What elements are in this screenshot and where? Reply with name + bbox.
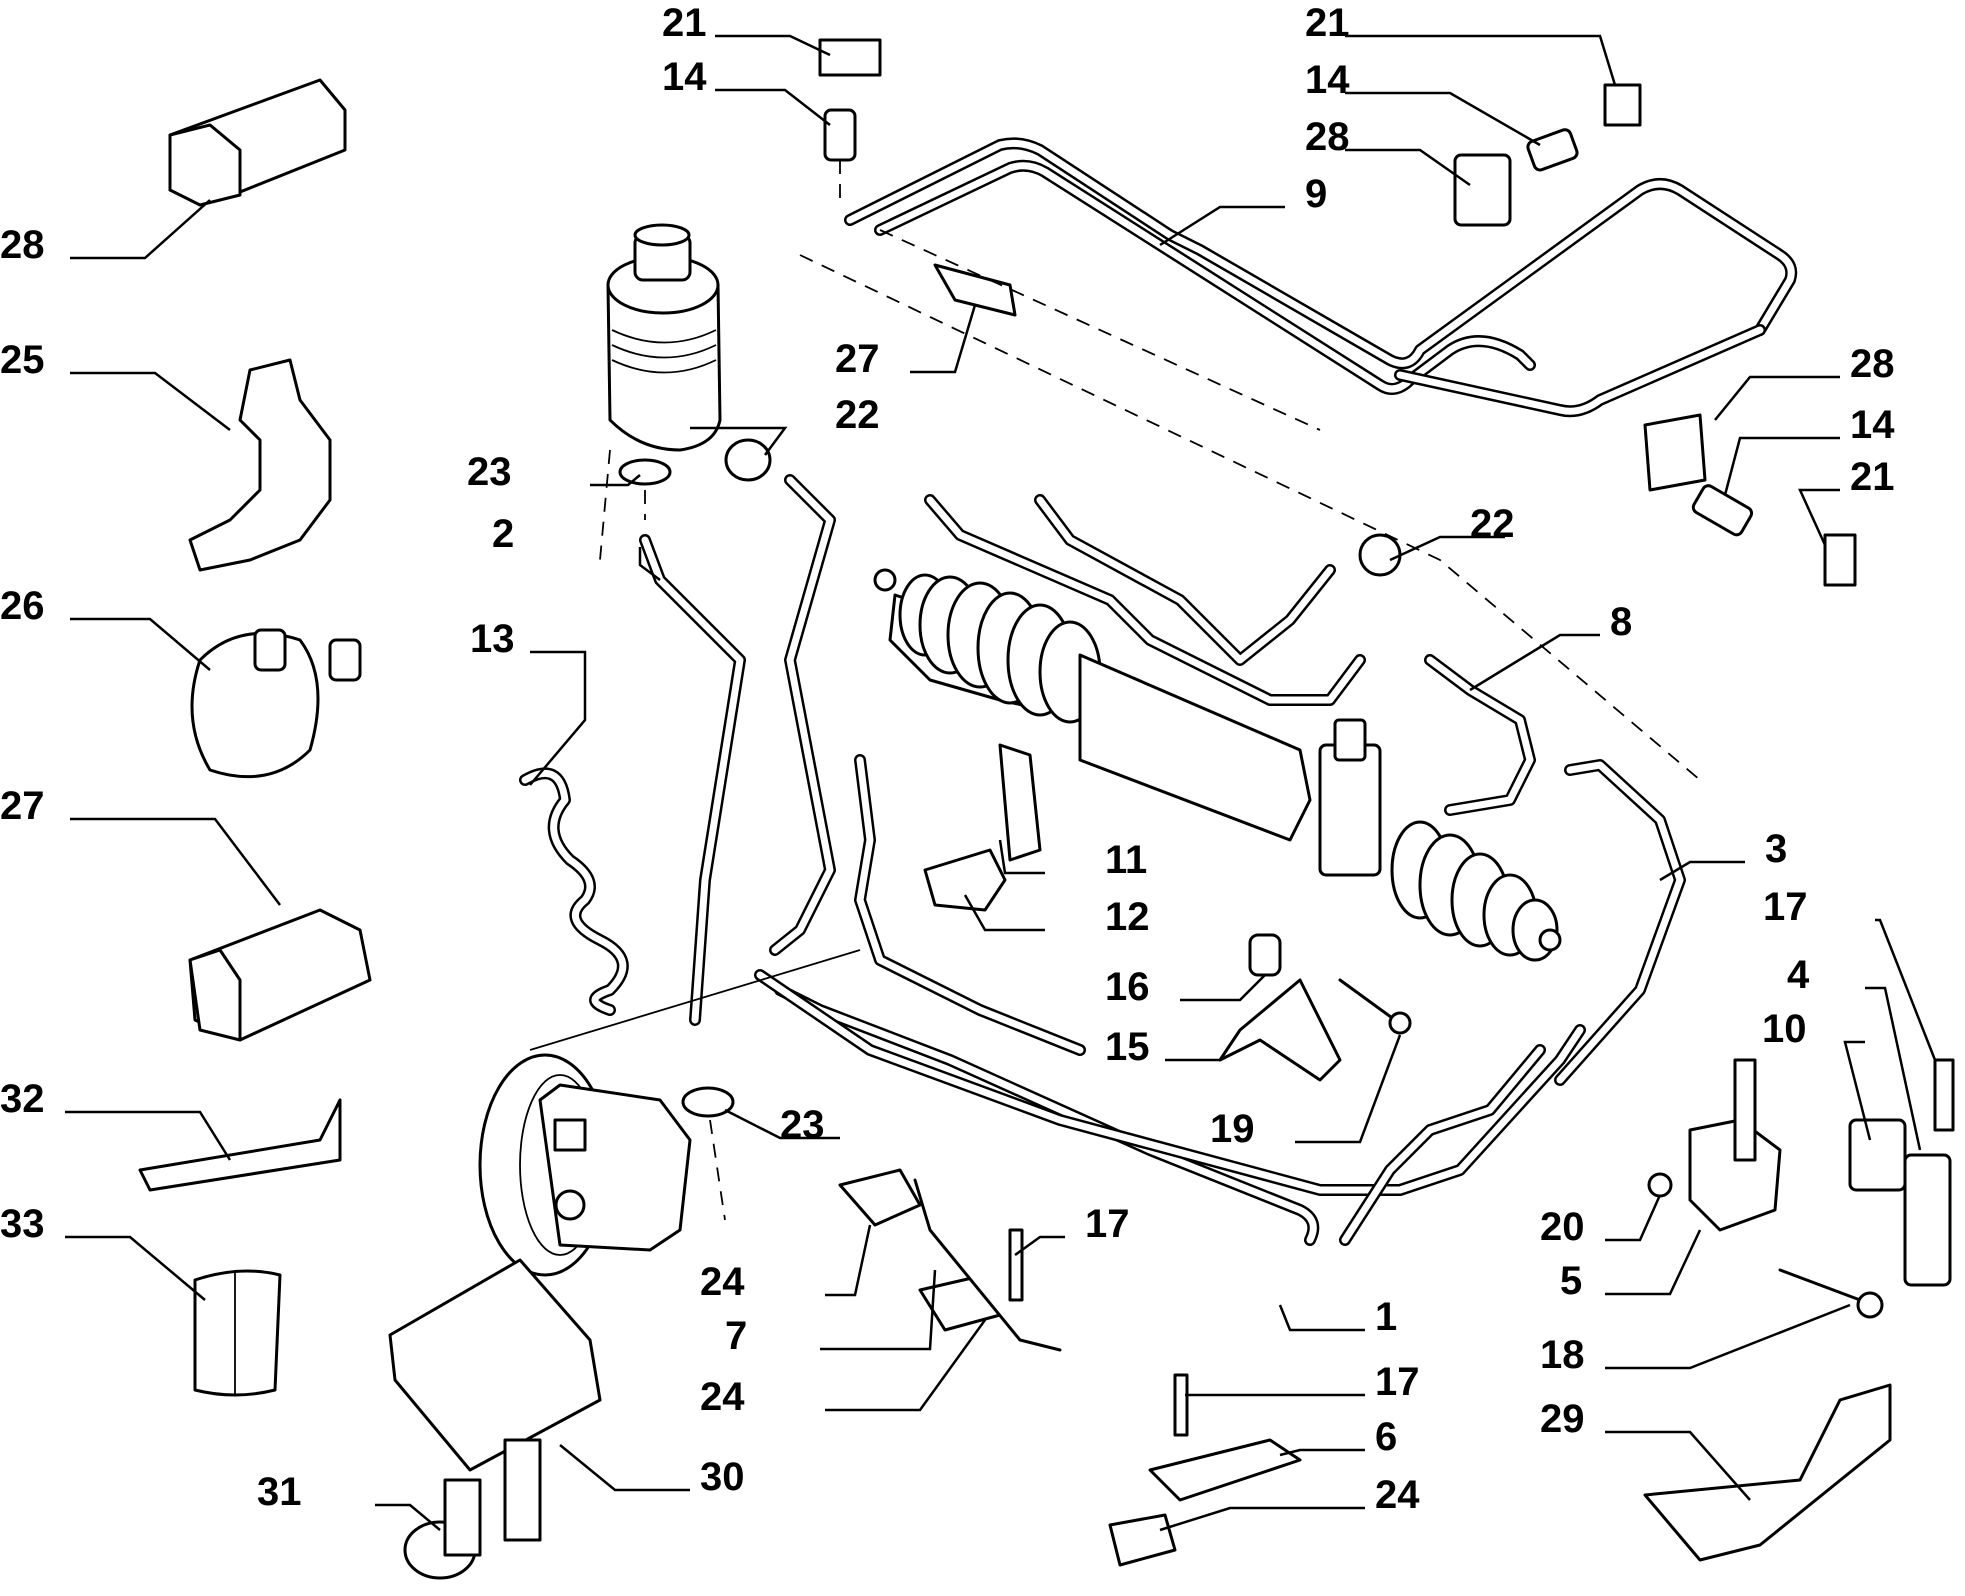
label-23-lower: 23 — [780, 1103, 825, 1147]
label-5: 5 — [1560, 1259, 1582, 1303]
sensor-21-14-28-right — [1643, 413, 1857, 587]
bracket-29 — [1643, 1383, 1892, 1562]
label-28-right: 28 — [1850, 342, 1895, 386]
label-22-upper: 22 — [835, 393, 880, 437]
label-17-middle: 17 — [1085, 1202, 1130, 1246]
clip-12 — [923, 848, 1007, 912]
label-26: 26 — [0, 584, 45, 628]
label-28-left: 28 — [0, 223, 45, 267]
pipe-1-supply-hose — [754, 754, 1586, 1246]
nut-20 — [1647, 1172, 1673, 1198]
shield-33 — [193, 1269, 282, 1397]
label-7: 7 — [725, 1314, 747, 1358]
callout-labels: 28 25 26 27 32 33 21 14 21 14 28 9 27 22… — [0, 1, 1895, 1517]
rack-transfer-lines — [924, 494, 1366, 706]
clip-27-left — [188, 908, 372, 1042]
label-23-upper: 23 — [467, 450, 512, 494]
label-24-upper: 24 — [700, 1260, 745, 1304]
label-17-bottom: 17 — [1375, 1360, 1420, 1404]
label-12: 12 — [1105, 895, 1150, 939]
label-14-right: 14 — [1850, 403, 1895, 447]
label-15: 15 — [1105, 1025, 1150, 1069]
label-28-upper-right: 28 — [1305, 115, 1350, 159]
assembly-guide-lines — [529, 229, 1701, 1221]
label-31: 31 — [257, 1470, 302, 1514]
pipe-9-high-pressure-lines — [844, 137, 1798, 418]
label-21-upper-right: 21 — [1305, 1, 1350, 45]
bracket-4-10-group — [1848, 1058, 1955, 1287]
label-2: 2 — [492, 512, 514, 556]
label-25: 25 — [0, 338, 45, 382]
steering-rack — [873, 568, 1562, 962]
label-8: 8 — [1610, 600, 1632, 644]
label-29: 29 — [1540, 1397, 1585, 1441]
label-27-left: 27 — [0, 784, 45, 828]
power-steering-pump — [478, 1053, 692, 1277]
label-1: 1 — [1375, 1295, 1397, 1339]
bracket-32 — [138, 1098, 342, 1192]
label-33: 33 — [0, 1202, 45, 1246]
label-6: 6 — [1375, 1415, 1397, 1459]
plug-16 — [1248, 933, 1282, 977]
label-24-middle: 24 — [700, 1375, 745, 1419]
label-30: 30 — [700, 1455, 745, 1499]
clamp-23-lower — [681, 1086, 735, 1118]
label-21-top: 21 — [662, 1, 707, 45]
clamp-22-right — [1358, 533, 1402, 577]
rack-bellows-right — [1390, 820, 1559, 962]
bolt-19 — [1338, 978, 1412, 1035]
clip-27-top — [933, 263, 1017, 317]
pipe-2-return-hose — [639, 474, 836, 1026]
sensor-21-14-top — [818, 38, 882, 200]
sensor-21-14-28-upper-right — [1453, 83, 1642, 227]
label-3: 3 — [1765, 827, 1787, 871]
damper-31 — [403, 1478, 482, 1580]
clamp-22-upper — [724, 438, 772, 482]
label-21-right: 21 — [1850, 455, 1895, 499]
bracket-30 — [388, 1258, 602, 1542]
leader-lines — [65, 34, 1937, 1532]
rack-bellows-left — [898, 573, 1102, 724]
label-17-right: 17 — [1763, 885, 1808, 929]
bracket-5-group — [1688, 1058, 1782, 1232]
clamp-23-upper — [618, 458, 672, 486]
label-27-top: 27 — [835, 337, 880, 381]
label-20: 20 — [1540, 1205, 1585, 1249]
bracket-11 — [998, 743, 1042, 862]
label-4: 4 — [1787, 953, 1810, 997]
bracket-15 — [1218, 978, 1342, 1082]
label-13: 13 — [470, 617, 515, 661]
bracket-6-clip-24 — [1108, 1373, 1302, 1567]
bolt-18 — [1778, 1268, 1884, 1319]
label-19: 19 — [1210, 1107, 1255, 1151]
pipe-13-small-hose — [519, 767, 629, 1016]
label-14-upper-right: 14 — [1305, 58, 1350, 102]
label-16: 16 — [1105, 965, 1150, 1009]
label-9: 9 — [1305, 172, 1327, 216]
pipe-8-line — [1424, 654, 1536, 816]
label-22-right: 22 — [1470, 502, 1515, 546]
label-18: 18 — [1540, 1333, 1585, 1377]
clip-26 — [190, 628, 362, 779]
clip-28-top-left — [168, 78, 347, 207]
pipe-3-line — [1554, 759, 1686, 1086]
label-24-bottom: 24 — [1375, 1473, 1420, 1517]
fluid-reservoir — [606, 223, 722, 452]
label-32: 32 — [0, 1077, 45, 1121]
label-10: 10 — [1762, 1007, 1807, 1051]
label-14-top: 14 — [662, 55, 707, 99]
clip-25 — [188, 358, 332, 572]
clips-24-7-bracket — [838, 1168, 1062, 1352]
label-11: 11 — [1105, 838, 1147, 882]
